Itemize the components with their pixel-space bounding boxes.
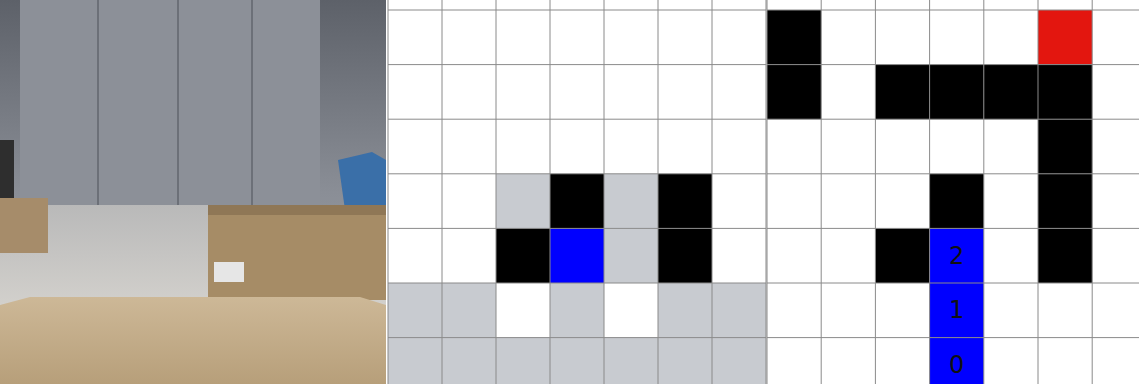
grid-line <box>767 173 1139 174</box>
grid-cell <box>930 283 984 338</box>
grid-cell <box>550 228 604 283</box>
grid-line <box>388 64 766 65</box>
grid-line <box>442 0 443 384</box>
grid-line <box>388 0 389 384</box>
blue-bag <box>338 152 386 210</box>
grid-cell <box>550 338 604 384</box>
grid-cell <box>550 283 604 338</box>
grid-cell <box>1038 228 1092 283</box>
grid-line <box>821 0 822 384</box>
grid-line <box>767 337 1139 338</box>
grid-cell <box>388 283 442 338</box>
cabinet-seam <box>177 0 179 215</box>
grid-cell <box>930 65 984 120</box>
step-number: 1 <box>949 298 964 322</box>
grid-cell <box>875 65 929 120</box>
grid-cell <box>604 228 658 283</box>
grid-line <box>1038 0 1039 384</box>
cardboard-box <box>208 205 386 300</box>
grid-cell <box>442 338 496 384</box>
grid-cell <box>658 338 712 384</box>
grid-cell <box>1038 174 1092 229</box>
grid-line <box>658 0 659 384</box>
grid-maps <box>388 0 1139 384</box>
grid-cell <box>604 338 658 384</box>
grid-line <box>388 337 766 338</box>
box-edge <box>208 205 386 215</box>
cardboard-box <box>0 198 48 253</box>
grid-cell <box>442 283 496 338</box>
grid-cell <box>388 338 442 384</box>
grid-line <box>496 0 497 384</box>
grid-cell <box>767 10 821 65</box>
cabinet-seam <box>97 0 99 215</box>
grid-line <box>388 228 766 229</box>
grid-cell <box>875 228 929 283</box>
box-sticker <box>214 262 244 282</box>
grid-line <box>767 10 1139 11</box>
grid-line <box>983 0 984 384</box>
camera-photo <box>0 0 386 384</box>
grid-line <box>388 283 766 284</box>
grid-cell <box>496 338 550 384</box>
grid-line <box>929 0 930 384</box>
grid-cell <box>496 228 550 283</box>
cabinet-seam <box>251 0 253 215</box>
grid-cell <box>604 174 658 229</box>
grid-cell <box>1038 65 1092 120</box>
grid-line <box>767 64 1139 65</box>
grid-cell <box>930 338 984 384</box>
chair <box>0 140 14 200</box>
grid-line <box>712 0 713 384</box>
foreground-board <box>0 297 386 384</box>
grid-line <box>875 0 876 384</box>
wall <box>0 0 386 384</box>
cabinet <box>20 0 320 215</box>
grid-cell <box>930 174 984 229</box>
grid-line <box>604 0 605 384</box>
grid-cell <box>550 174 604 229</box>
grid-line <box>767 0 768 384</box>
grid-cell <box>930 228 984 283</box>
grid-cell <box>658 228 712 283</box>
grid-cell <box>658 174 712 229</box>
grid-line <box>767 283 1139 284</box>
grid-cell <box>1038 119 1092 174</box>
grid-ground <box>767 0 1139 384</box>
grid-line <box>767 119 1139 120</box>
grid-ground <box>388 0 766 384</box>
grid-line <box>767 228 1139 229</box>
step-number: 2 <box>949 244 964 268</box>
grid-cell <box>1038 10 1092 65</box>
grid-cell <box>496 174 550 229</box>
grid-line <box>388 173 766 174</box>
grid-line <box>550 0 551 384</box>
grid-cell <box>767 65 821 120</box>
step-number: 0 <box>949 353 964 377</box>
grid-cell <box>712 338 766 384</box>
floor <box>0 205 386 305</box>
grid-cell <box>984 65 1038 120</box>
grid-line <box>388 10 766 11</box>
grid-line <box>766 0 767 384</box>
grid-line <box>388 119 766 120</box>
grid-line <box>1092 0 1093 384</box>
grid-cell <box>658 283 712 338</box>
grid-cell <box>712 283 766 338</box>
